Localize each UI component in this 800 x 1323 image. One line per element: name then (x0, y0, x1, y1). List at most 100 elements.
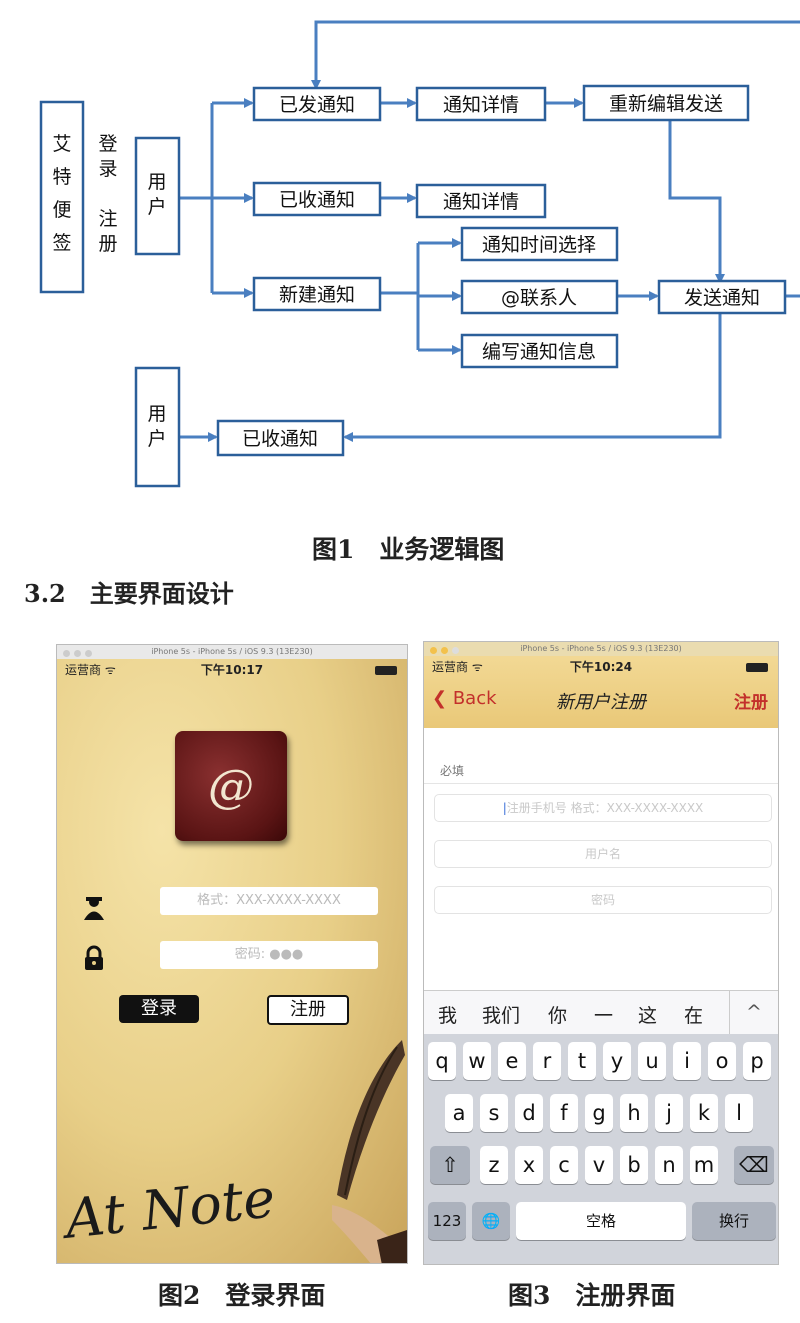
numbers-key[interactable]: 123 (428, 1202, 466, 1240)
time-select-text: 通知时间选择 (482, 234, 596, 256)
navigation-bar: ❮ Back 新用户注册 注册 (424, 678, 778, 724)
vertical-char: 用 (147, 403, 166, 425)
user2-box (134, 366, 181, 488)
candidate-item[interactable]: 一 (594, 1005, 614, 1027)
username-field[interactable]: 用户名 (434, 840, 772, 868)
key-c[interactable]: c (550, 1146, 578, 1184)
key-h[interactable]: h (620, 1094, 648, 1132)
chevron-up-icon[interactable]: ^ (746, 1001, 762, 1023)
app-logo: @ (175, 731, 287, 841)
shift-key[interactable]: ⇧ (430, 1146, 470, 1184)
key-g[interactable]: g (585, 1094, 613, 1132)
close-dot[interactable] (430, 647, 437, 654)
key-r[interactable]: r (533, 1042, 561, 1080)
at-contact-text: @联系人 (501, 287, 577, 309)
return-key[interactable]: 换行 (692, 1202, 776, 1240)
key-k[interactable]: k (690, 1094, 718, 1132)
vertical-char: 特 (52, 166, 71, 188)
key-l[interactable]: l (725, 1094, 753, 1132)
candidate-item[interactable]: 我 (438, 1005, 458, 1027)
user2-label: 用户 (147, 403, 166, 450)
business-logic-diagram: 艾特便签 登录 注册 用户 用户 已发通知 通知详情 重新编辑发送 已收通知 通… (39, 20, 800, 488)
zoom-dot[interactable] (452, 647, 459, 654)
vertical-char: 登 (98, 133, 117, 155)
minimize-dot[interactable] (74, 650, 81, 657)
key-v[interactable]: v (585, 1146, 613, 1184)
page-title: 新用户注册 (556, 692, 646, 713)
window-controls[interactable] (430, 645, 463, 659)
key-q[interactable]: q (428, 1042, 456, 1080)
reedit-send-text: 重新编辑发送 (609, 93, 723, 115)
key-x[interactable]: x (515, 1146, 543, 1184)
candidate-item[interactable]: 这 (638, 1005, 658, 1027)
register-label: 注册 (98, 208, 117, 255)
key-i[interactable]: i (673, 1042, 701, 1080)
minimize-dot[interactable] (441, 647, 448, 654)
lock-icon (81, 945, 107, 971)
key-a[interactable]: a (445, 1094, 473, 1132)
globe-icon[interactable]: 🌐 (472, 1202, 510, 1240)
register-submit-button[interactable]: 注册 (734, 693, 768, 713)
sent-detail-text: 通知详情 (443, 94, 519, 116)
figure2-caption: 图2 登录界面 (158, 1281, 326, 1310)
text-cursor: | (502, 801, 507, 815)
window-controls[interactable] (63, 648, 96, 662)
phone-field[interactable]: |注册手机号 格式：XXX-XXXX-XXXX (434, 794, 772, 822)
compose-info-text: 编写通知信息 (482, 341, 596, 363)
chevron-left-icon: ❮ (432, 688, 448, 709)
received-text: 已收通知 (279, 189, 355, 211)
send-notice-text: 发送通知 (684, 287, 760, 309)
back-button[interactable]: ❮ Back (432, 688, 497, 709)
user-box (134, 136, 181, 256)
received2-box (216, 419, 345, 457)
status-bar: 运营商 ᯤ 下午10:17 (57, 659, 407, 681)
candidate-item[interactable]: 我们 (482, 1005, 521, 1027)
user-label: 用户 (147, 171, 166, 218)
zoom-dot[interactable] (85, 650, 92, 657)
key-w[interactable]: w (463, 1042, 491, 1080)
lock-icon-svg (85, 945, 103, 970)
register-header: iPhone 5s - iPhone 5s / iOS 9.3 (13E230)… (424, 642, 778, 728)
simulator-title: iPhone 5s - iPhone 5s / iOS 9.3 (13E230) (520, 644, 682, 653)
key-o[interactable]: o (708, 1042, 736, 1080)
received-detail-box (415, 183, 547, 219)
delete-key[interactable]: ⌫ (734, 1146, 774, 1184)
vertical-char: 艾 (52, 133, 71, 155)
vertical-char: 册 (98, 233, 117, 255)
register-button[interactable]: 注册 (267, 995, 349, 1025)
time-select-box (460, 226, 619, 262)
sent-box (252, 86, 382, 122)
key-j[interactable]: j (655, 1094, 683, 1132)
key-f[interactable]: f (550, 1094, 578, 1132)
key-b[interactable]: b (620, 1146, 648, 1184)
key-m[interactable]: m (690, 1146, 718, 1184)
login-button[interactable]: 登录 (119, 995, 199, 1023)
key-y[interactable]: y (603, 1042, 631, 1080)
required-label: 必填 (440, 764, 465, 778)
close-dot[interactable] (63, 650, 70, 657)
key-n[interactable]: n (655, 1146, 683, 1184)
key-p[interactable]: p (743, 1042, 771, 1080)
candidate-item[interactable]: 在 (684, 1005, 704, 1027)
app-box (39, 100, 85, 294)
password-field[interactable]: 密码 (434, 886, 772, 914)
key-u[interactable]: u (638, 1042, 666, 1080)
candidate-item[interactable]: 你 (548, 1005, 568, 1027)
space-key[interactable]: 空格 (516, 1202, 686, 1240)
key-s[interactable]: s (480, 1094, 508, 1132)
candidate-divider (729, 991, 730, 1035)
candidate-bar: 我 我们 你 一 这 在 ^ (424, 990, 778, 1035)
key-z[interactable]: z (480, 1146, 508, 1184)
vertical-char: 签 (52, 232, 71, 254)
key-e[interactable]: e (498, 1042, 526, 1080)
login-label: 登录 (98, 133, 117, 180)
key-t[interactable]: t (568, 1042, 596, 1080)
sent-text: 已发通知 (279, 94, 355, 116)
reedit-send-box (582, 84, 750, 122)
password-input[interactable]: 密码: ●●● (160, 941, 378, 969)
simulator-title: iPhone 5s - iPhone 5s / iOS 9.3 (13E230) (151, 647, 313, 656)
key-d[interactable]: d (515, 1094, 543, 1132)
phone-input[interactable]: 格式：XXX-XXXX-XXXX (160, 887, 378, 915)
vertical-char: 录 (98, 158, 117, 180)
compose-info-box (460, 333, 619, 369)
